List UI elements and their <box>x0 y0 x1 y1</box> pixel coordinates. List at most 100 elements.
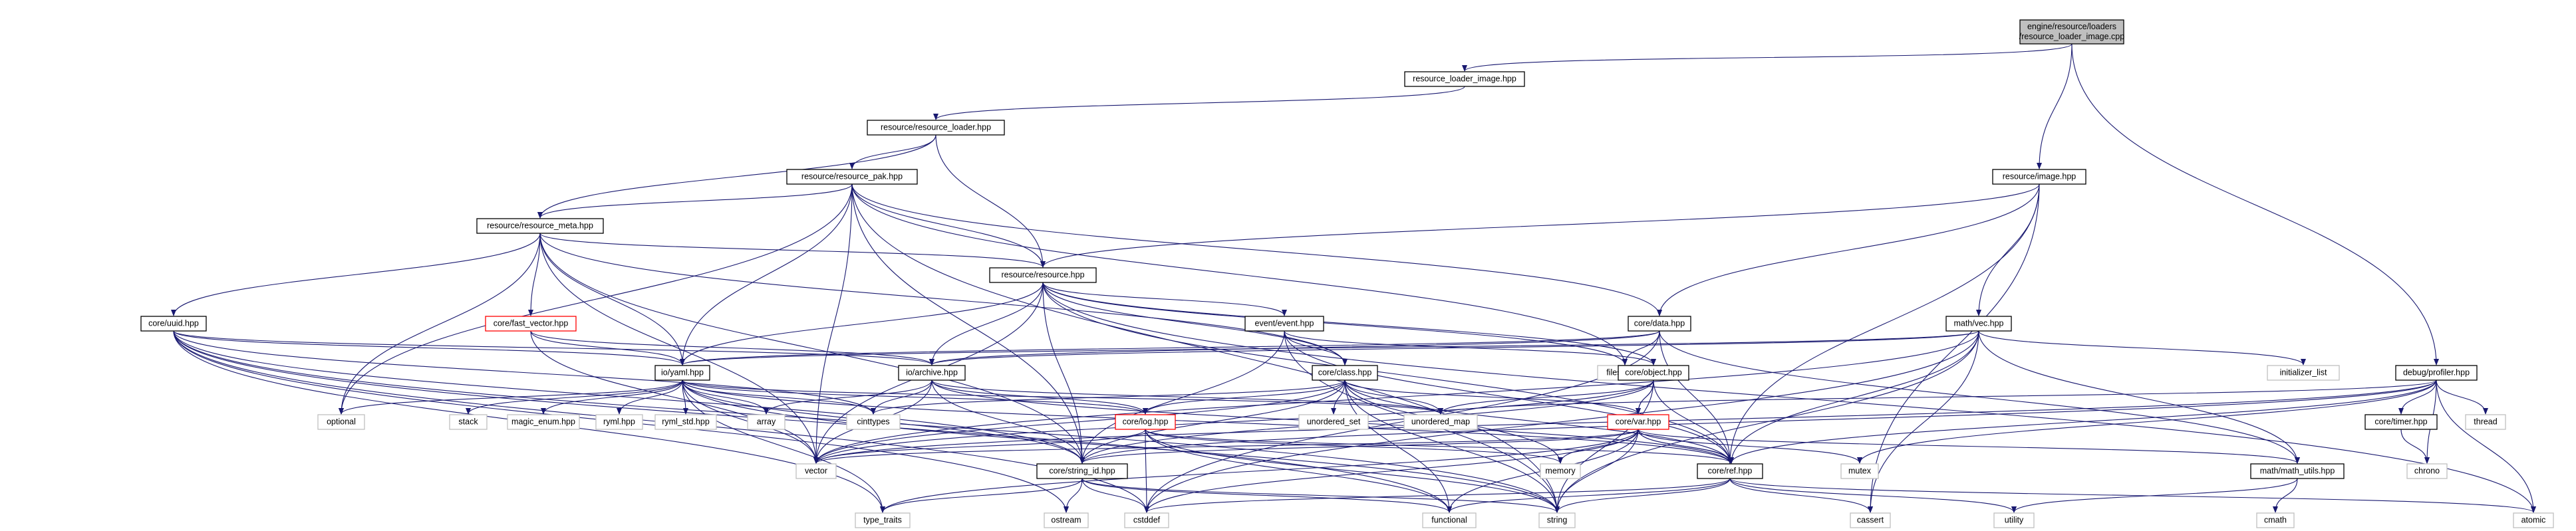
node-box-stack <box>449 414 488 430</box>
edge-rpak-to-rmeta <box>537 183 853 219</box>
node-optional: optional <box>317 414 365 430</box>
edge-data-to-yaml <box>680 330 1660 366</box>
edge-profiler-to-atomic <box>2436 379 2536 513</box>
node-label-mutex: mutex <box>1848 466 1872 475</box>
node-box-mathutils <box>2250 463 2345 479</box>
edge-yaml-to-cinttypes <box>682 379 876 415</box>
edge-rmeta-to-optional <box>339 233 541 415</box>
node-ostream: ostream <box>1044 512 1089 528</box>
node-mathutils[interactable]: math/math_utils.hpp <box>2250 463 2345 479</box>
edge-profiler-to-timer <box>2398 379 2437 415</box>
node-label-object: core/object.hpp <box>1625 368 1682 377</box>
node-uuid[interactable]: core/uuid.hpp <box>140 316 207 332</box>
node-data[interactable]: core/data.hpp <box>1628 316 1691 332</box>
node-rloader[interactable]: resource/resource_loader.hpp <box>867 120 1005 136</box>
node-log[interactable]: core/log.hpp <box>1115 414 1176 430</box>
node-label-ref: core/ref.hpp <box>1708 466 1753 475</box>
node-label-rpak: resource/resource_pak.hpp <box>801 171 903 181</box>
node-rpak[interactable]: resource/resource_pak.hpp <box>786 169 918 185</box>
edge-var-to-mutex <box>1638 429 1862 464</box>
edge-rimage-to-data <box>1657 183 2040 316</box>
node-box-cassert <box>1850 512 1891 528</box>
node-rymlstd: ryml_std.hpp <box>654 414 717 430</box>
node-label-stringid: core/string_id.hpp <box>1049 466 1115 475</box>
node-box-cstddef <box>1124 512 1169 528</box>
edge-yaml-to-unordmap <box>682 379 1443 415</box>
node-label-rloader: resource/resource_loader.hpp <box>881 122 991 132</box>
node-class[interactable]: core/class.hpp <box>1312 365 1378 381</box>
edge-yaml-to-log <box>682 379 1148 415</box>
node-label-uuid: core/uuid.hpp <box>148 318 199 328</box>
node-box-string <box>1538 512 1576 528</box>
node-timer[interactable]: core/timer.hpp <box>2364 414 2438 430</box>
node-yaml[interactable]: io/yaml.hpp <box>654 365 710 381</box>
node-label-data: core/data.hpp <box>1634 318 1685 328</box>
node-label-magic: magic_enum.hpp <box>511 417 575 426</box>
edge-profiler-to-stringid <box>1079 379 2437 464</box>
edge-root-to-rli_hpp <box>1462 43 2073 72</box>
node-event[interactable]: event/event.hpp <box>1244 316 1324 332</box>
node-root[interactable]: engine/resource/loaders/resource_loader_… <box>2019 19 2124 45</box>
node-var[interactable]: core/var.hpp <box>1607 414 1669 430</box>
edge-rres-to-object <box>1042 282 1656 366</box>
node-rmeta[interactable]: resource/resource_meta.hpp <box>476 218 604 234</box>
edge-root-to-profiler <box>2071 43 2439 366</box>
node-label-cinttypes: cinttypes <box>857 417 889 426</box>
edge-var-to-cstddef <box>1144 429 1639 513</box>
node-mathvec[interactable]: math/vec.hpp <box>1945 316 2012 332</box>
node-box-ref <box>1697 463 1763 479</box>
edge-data-to-archive <box>929 330 1660 366</box>
edge-mathutils-to-utility <box>2011 478 2298 513</box>
edge-class-to-ref <box>1344 379 1733 464</box>
node-box-magic <box>507 414 580 430</box>
edge-yaml-to-ref <box>682 379 1733 464</box>
node-chrono: chrono <box>2406 463 2448 479</box>
node-profiler[interactable]: debug/profiler.hpp <box>2395 365 2478 381</box>
node-label-vector: vector <box>805 466 827 475</box>
node-label-chrono: chrono <box>2414 466 2440 475</box>
edge-mathvec-to-vector <box>813 330 1979 464</box>
node-atomic: atomic <box>2513 512 2554 528</box>
node-box-rymlstd <box>654 414 717 430</box>
edge-rimage-to-mathvec <box>1976 183 2040 316</box>
node-box-unordset <box>1298 414 1369 430</box>
edge-ref-to-atomic <box>1729 478 2536 513</box>
edge-stringid-to-cstddef <box>1081 478 1149 513</box>
node-rli_hpp[interactable]: resource_loader_image.hpp <box>1404 71 1525 87</box>
edge-profiler-to-thread <box>2436 379 2488 415</box>
node-box-memory <box>1540 463 1581 479</box>
node-box-stringid <box>1036 463 1128 479</box>
node-object[interactable]: core/object.hpp <box>1618 365 1689 381</box>
node-cassert: cassert <box>1850 512 1891 528</box>
node-vector: vector <box>795 463 837 479</box>
edge-yaml-to-optional <box>339 379 683 415</box>
edge-class-to-cinttypes <box>871 379 1346 415</box>
edge-yaml-to-ryml <box>617 379 683 415</box>
node-typetraits: type_traits <box>855 512 911 528</box>
edge-mathutils-to-cmath <box>2273 478 2298 513</box>
node-box-rres <box>989 267 1097 283</box>
node-box-optional <box>317 414 365 430</box>
edge-mathvec-to-initlist <box>1978 330 2306 366</box>
node-box-object <box>1618 365 1689 381</box>
node-cinttypes: cinttypes <box>846 414 901 430</box>
edge-stringid-to-functional <box>1081 478 1452 513</box>
edge-rpak-to-data <box>851 183 1662 316</box>
node-ref[interactable]: core/ref.hpp <box>1697 463 1763 479</box>
node-rres[interactable]: resource/resource.hpp <box>989 267 1097 283</box>
node-box-log <box>1115 414 1176 430</box>
node-fastvec[interactable]: core/fast_vector.hpp <box>485 316 577 332</box>
edge-var-to-string <box>1554 429 1639 513</box>
node-ryml: ryml.hpp <box>595 414 643 430</box>
edge-log-to-cstddef <box>1143 429 1149 513</box>
node-archive[interactable]: io/archive.hpp <box>898 365 966 381</box>
edge-ref-to-cstddef <box>1144 478 1731 513</box>
node-rimage[interactable]: resource/image.hpp <box>1992 169 2086 185</box>
node-box-utility <box>1993 512 2035 528</box>
node-label-ostream: ostream <box>1051 515 1081 524</box>
node-label-rmeta: resource/resource_meta.hpp <box>487 221 593 230</box>
edge-uuid-to-yaml <box>173 330 685 366</box>
node-box-ryml <box>595 414 643 430</box>
node-stringid[interactable]: core/string_id.hpp <box>1036 463 1128 479</box>
